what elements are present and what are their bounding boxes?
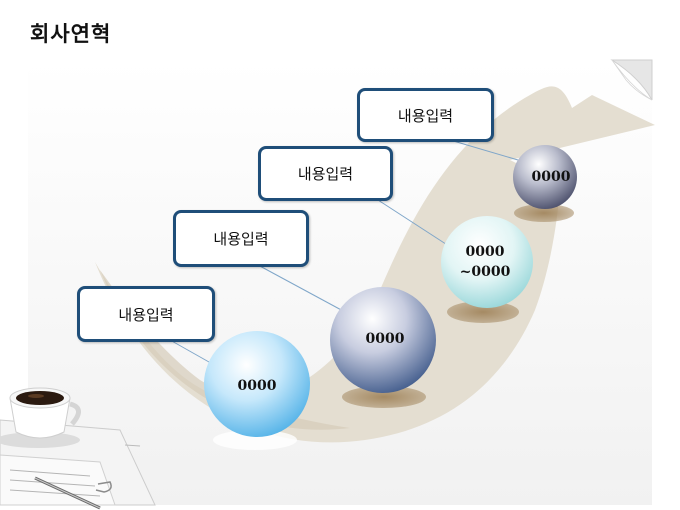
milestone-ball-3 xyxy=(441,216,533,308)
step-3-label-box: 내용입력 xyxy=(258,146,393,201)
step-3-value-line1: 0000 xyxy=(465,244,505,260)
coffee-cup-icon xyxy=(0,387,81,448)
step-1-value: 0000 xyxy=(237,378,277,394)
page-title: 회사연혁 xyxy=(30,22,112,46)
step-1-label: 내용입력 xyxy=(118,305,174,324)
milestone-ball-1 xyxy=(204,331,310,437)
milestone-ball-2 xyxy=(330,287,436,393)
step-4-label-box: 내용입력 xyxy=(357,88,494,142)
step-1-label-box: 내용입력 xyxy=(77,286,215,342)
pen-icon xyxy=(34,476,101,510)
paperclip-icon xyxy=(95,481,112,493)
step-2-label-box: 내용입력 xyxy=(173,210,309,267)
step-2-label: 내용입력 xyxy=(213,230,269,248)
step-2-value: 0000 xyxy=(365,331,405,347)
step-3-label: 내용입력 xyxy=(297,165,354,183)
milestone-ball-4 xyxy=(513,145,577,209)
step-4-label: 내용입력 xyxy=(397,106,454,125)
step-3-value-line2: ~0000 xyxy=(459,264,511,280)
step-4-value: 0000 xyxy=(531,169,571,185)
